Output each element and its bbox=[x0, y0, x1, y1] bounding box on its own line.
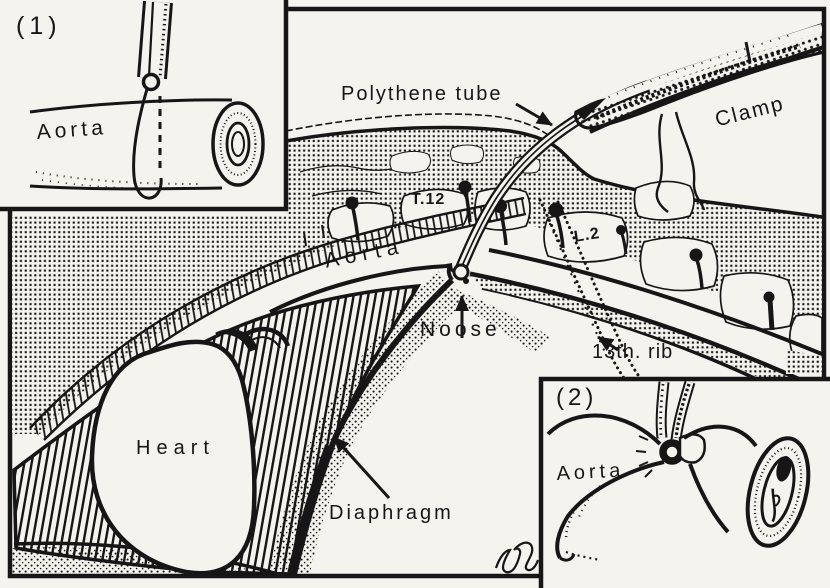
heart-label: Heart bbox=[136, 437, 215, 459]
rib13-label: 13th. rib bbox=[592, 341, 674, 363]
inset2-aorta-drawing bbox=[546, 381, 811, 562]
diaphragm-arrow bbox=[332, 435, 391, 500]
inset1-aorta-drawing bbox=[29, 0, 265, 200]
label-arrows bbox=[332, 102, 619, 500]
noose-knob bbox=[269, 263, 470, 314]
inset2-tube-drawing bbox=[655, 381, 696, 441]
polythene-tube-arrow bbox=[515, 102, 553, 127]
t12-vertebra-label: T.12 bbox=[411, 191, 446, 208]
inset2-number: (2) bbox=[556, 384, 598, 411]
inset1-aorta-label: Aorta bbox=[35, 116, 108, 144]
main-artwork bbox=[12, 22, 822, 574]
noose-label: Noose bbox=[420, 318, 501, 341]
inset1-tube-drawing bbox=[132, 0, 173, 200]
inset2-aorta-label: Aorta bbox=[555, 459, 625, 485]
diaphragm-line bbox=[270, 265, 552, 574]
heart-shape bbox=[89, 329, 258, 574]
rib13-arrow bbox=[597, 335, 619, 352]
inset2-cut-end bbox=[745, 436, 811, 548]
diaphragm-label: Diaphragm bbox=[329, 502, 454, 524]
inset2-knot bbox=[659, 439, 685, 465]
clamp-drawing bbox=[574, 22, 822, 213]
artist-monogram bbox=[494, 541, 540, 574]
inset1-number: (1) bbox=[16, 12, 62, 40]
polythene-tube-label: Polythene tube bbox=[341, 83, 503, 105]
